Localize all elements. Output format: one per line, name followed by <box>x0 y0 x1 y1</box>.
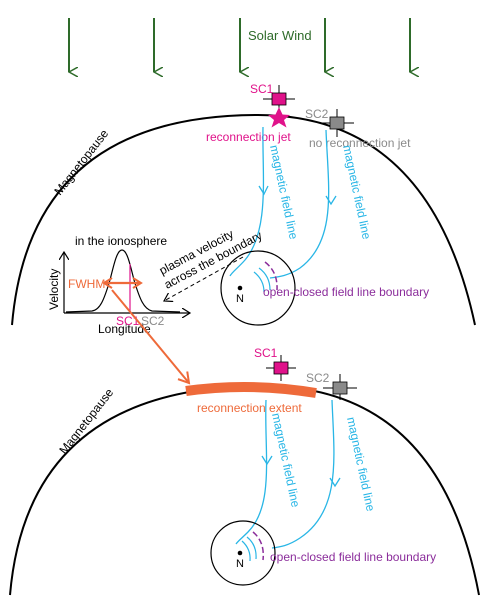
sc2-spacecraft-bottom <box>323 374 357 400</box>
inset-sc2-label: SC2 <box>141 314 165 328</box>
inset-xlabel: Longitude <box>98 322 151 336</box>
reconnection-extent-band <box>185 381 317 398</box>
flow-arc-bottom <box>246 536 257 560</box>
sc2-label-bottom: SC2 <box>306 371 330 385</box>
reconnection-jet-label: reconnection jet <box>206 130 291 144</box>
ionosphere-circle-bottom <box>210 520 276 586</box>
field-line-label-2-bottom: magnetic field line <box>344 416 378 513</box>
fwhm-arrowhead-right <box>132 277 143 289</box>
sc1-label-bottom: SC1 <box>254 346 278 360</box>
inset-plot: FWHM in the ionosphere Velocity Longitud… <box>47 234 190 336</box>
sc1-spacecraft <box>263 85 295 113</box>
solar-wind-label: Solar Wind <box>248 28 312 43</box>
magnetopause-arc <box>11 113 476 326</box>
north-label-bottom: N <box>236 558 244 570</box>
magnetic-field-line-1-bottom <box>235 399 268 545</box>
ionosphere-circle <box>220 250 296 326</box>
field-line-label-1: magnetic field line <box>267 144 301 241</box>
inset-title: in the ionosphere <box>75 234 167 248</box>
boundary-label: open-closed field line boundary <box>263 285 429 299</box>
north-pole-dot <box>237 285 243 291</box>
plasma-velocity-arrow <box>164 256 244 301</box>
reconnection-star-icon <box>268 107 290 128</box>
flow-arc-bottom <box>241 540 251 562</box>
fwhm-arrowhead-left <box>102 277 113 289</box>
field-line-label-2: magnetic field line <box>340 144 374 241</box>
flow-arc <box>253 271 265 293</box>
magnetic-field-line-2 <box>269 129 330 279</box>
north-pole-dot-bottom <box>237 550 243 556</box>
inset-sc1-label: SC1 <box>116 314 140 328</box>
north-label: N <box>236 293 244 305</box>
velocity-curve <box>65 249 181 313</box>
flow-arc <box>258 267 271 291</box>
boundary-arc <box>264 261 278 291</box>
magnetic-field-line-2-bottom <box>271 399 335 549</box>
no-reconnection-jet-label: no reconnection jet <box>309 136 411 150</box>
field-line-arrowhead <box>261 455 273 466</box>
mapping-arrow <box>111 289 191 385</box>
sc1-label: SC1 <box>250 82 274 96</box>
boundary-arc-bottom <box>252 531 265 561</box>
field-line-arrowhead <box>329 477 341 488</box>
field-line-arrowhead <box>258 185 269 196</box>
fwhm-label: FWHM <box>68 277 105 291</box>
sc2-label: SC2 <box>305 107 329 121</box>
sc1-spacecraft-bottom <box>266 355 296 381</box>
boundary-label-bottom: open-closed field line boundary <box>270 550 436 564</box>
field-line-arrowhead <box>325 195 337 206</box>
solar-wind-arrows <box>68 18 410 72</box>
magnetopause-label: Magnetopause <box>51 126 111 197</box>
inset-ylabel: Velocity <box>47 269 61 310</box>
reconnection-extent-label: reconnection extent <box>197 401 302 415</box>
field-line-label-1-bottom: magnetic field line <box>269 412 303 509</box>
sc2-spacecraft <box>320 109 354 137</box>
